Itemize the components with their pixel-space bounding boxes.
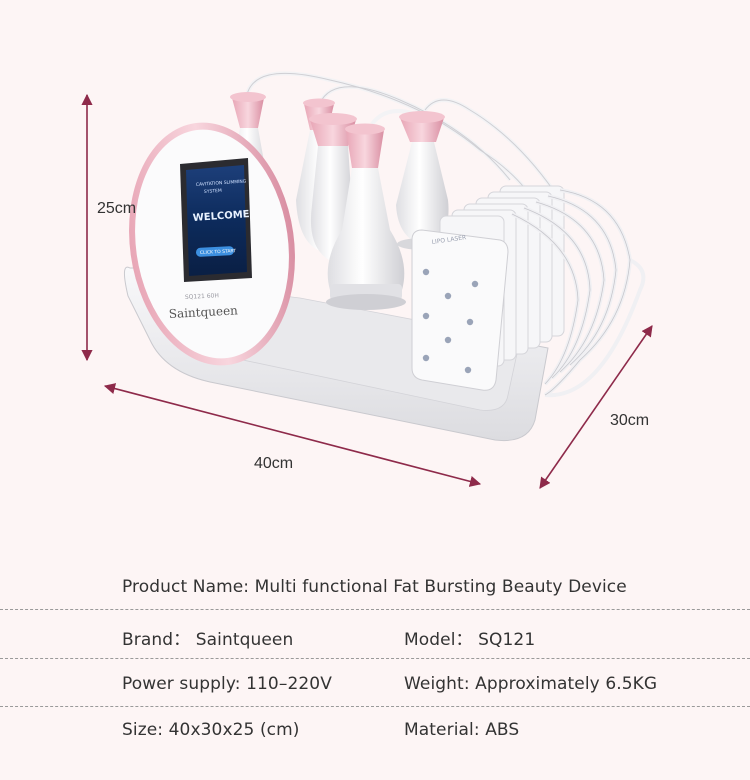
weight-value: Weight: Approximately 6.5KG	[404, 674, 658, 694]
control-panel	[129, 122, 295, 366]
lipo-pad-stack	[411, 185, 565, 391]
pad-label: LIPO LASER	[431, 234, 466, 246]
product-illustration: LIPO LASER CAVITATION SLIMMING SYSTEM	[81, 71, 653, 489]
handpiece-5	[326, 123, 406, 310]
product-image-area: LIPO LASER CAVITATION SLIMMING SYSTEM	[81, 71, 653, 489]
depth-label: 30cm	[610, 412, 650, 429]
width-label: 40cm	[254, 455, 294, 472]
screen-welcome: WELCOME	[192, 209, 250, 224]
product-name: Product Name: Multi functional Fat Burst…	[122, 577, 627, 597]
material-value: Material: ABS	[404, 720, 520, 740]
height-label: 25cm	[97, 200, 137, 217]
width-arrow	[103, 383, 482, 487]
brand-value: Brand： Saintqueen	[122, 630, 294, 650]
divider	[0, 609, 750, 610]
handpiece-3	[396, 111, 449, 250]
depth-arrow	[539, 325, 653, 489]
model-mark: SQ121 60H	[185, 292, 219, 301]
brand-mark: Saintqueen	[168, 303, 238, 321]
screen-line2: SYSTEM	[204, 188, 222, 195]
spec-table: Product Name: Multi functional Fat Burst…	[0, 560, 750, 780]
size-value: Size: 40x30x25 (cm)	[122, 720, 300, 740]
power-supply-value: Power supply: 110–220V	[122, 674, 332, 694]
divider	[0, 658, 750, 659]
model-value: Model： SQ121	[404, 630, 536, 650]
screen-start-button: CLICK TO START	[200, 248, 237, 256]
screen-line1: CAVITATION SLIMMING	[196, 178, 247, 188]
divider	[0, 706, 750, 707]
